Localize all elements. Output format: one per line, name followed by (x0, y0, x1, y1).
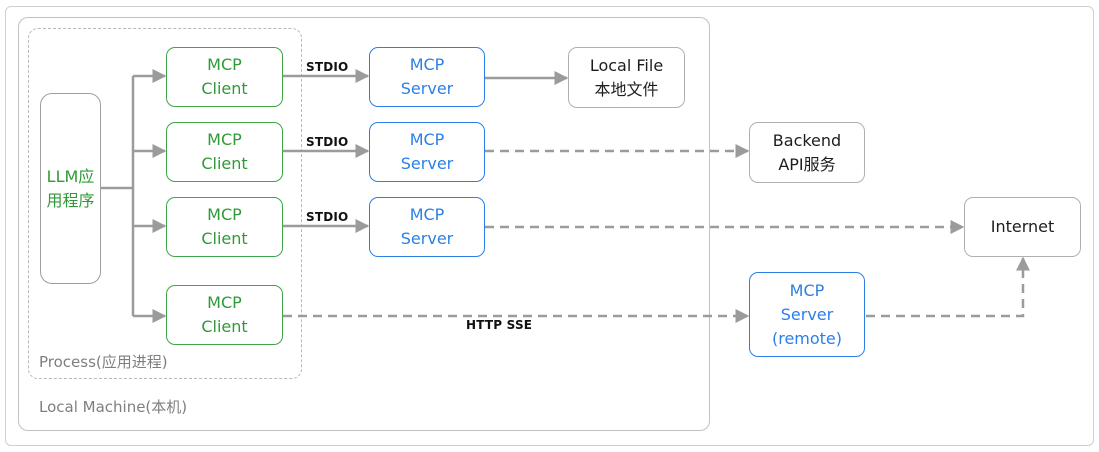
mcp-client-box-3: MCP Client (166, 197, 283, 257)
mcp-server-remote-box: MCP Server (remote) (749, 272, 865, 357)
internet-box: Internet (964, 197, 1081, 257)
process-label: Process(应用进程) (39, 353, 168, 371)
mcp-server-box-2: MCP Server (369, 122, 485, 182)
backend-api-box: Backend API服务 (749, 122, 865, 183)
stdio-label-1: STDIO (306, 60, 349, 74)
local-file-box: Local File 本地文件 (568, 47, 685, 108)
local-machine-label: Local Machine(本机) (39, 398, 188, 416)
mcp-server-box-3: MCP Server (369, 197, 485, 257)
remote-to-internet-connector (866, 256, 1030, 318)
stdio-label-3: STDIO (306, 210, 349, 224)
llm-connector-trunk (101, 76, 135, 316)
llm-app-box: LLM应 用程序 (40, 93, 101, 284)
mcp-client-box-4: MCP Client (166, 285, 283, 345)
http-sse-label: HTTP SSE (466, 318, 533, 332)
stdio-label-2: STDIO (306, 135, 349, 149)
mcp-client-box-1: MCP Client (166, 47, 283, 107)
process-container (28, 28, 302, 379)
mcp-client-box-2: MCP Client (166, 122, 283, 182)
mcp-server-box-1: MCP Server (369, 47, 485, 107)
